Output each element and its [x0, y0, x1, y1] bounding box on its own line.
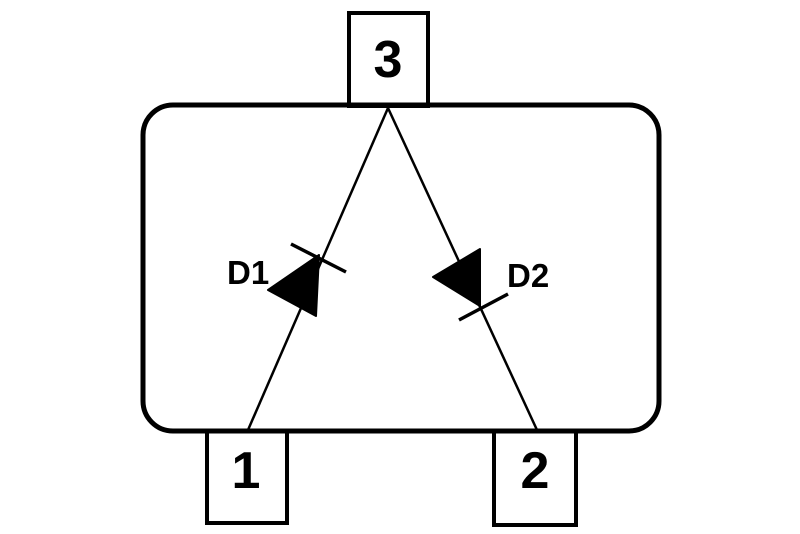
pin-2-box	[492, 429, 578, 527]
pin-2-label: 2	[521, 442, 550, 500]
package-outline	[140, 102, 662, 434]
pin-1-label: 1	[232, 442, 261, 500]
d2-diode-triangle	[432, 248, 481, 307]
d2-label: D2	[507, 257, 549, 294]
pin-1-box	[205, 429, 289, 525]
d1-cathode-bar	[290, 242, 347, 274]
d1-diode-triangle	[267, 254, 320, 317]
pin-3-box	[347, 11, 430, 108]
pin-3-label: 3	[374, 31, 403, 89]
d2-cathode-bar	[458, 292, 509, 322]
d1-label: D1	[227, 254, 269, 291]
